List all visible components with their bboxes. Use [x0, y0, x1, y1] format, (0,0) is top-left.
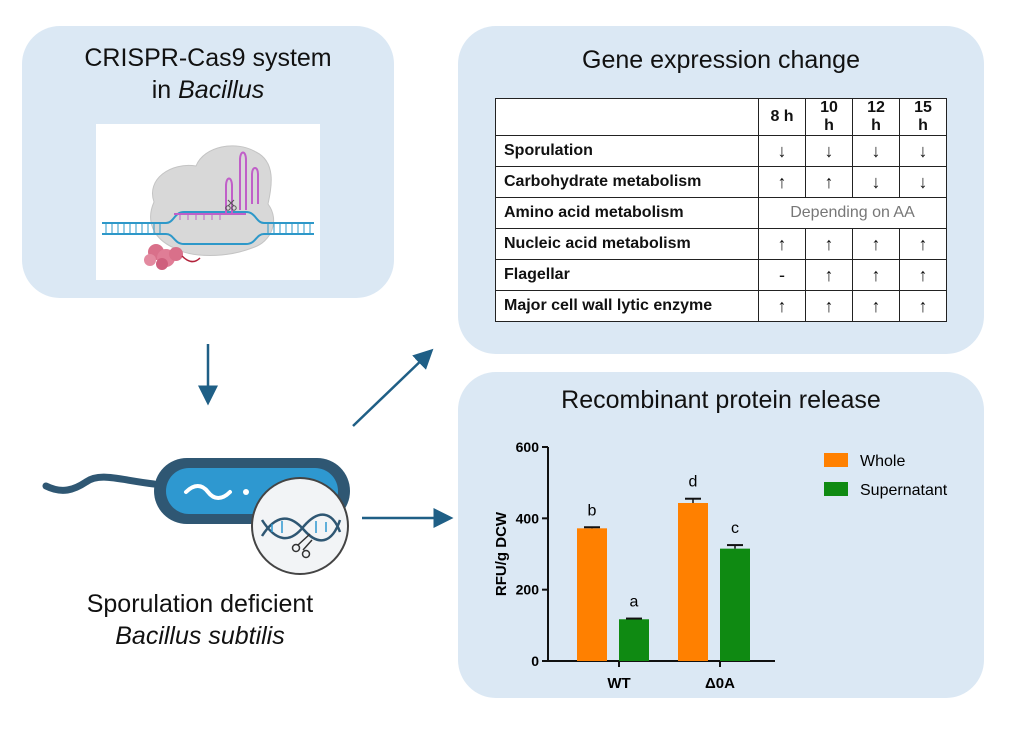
table-cell: ↑ — [758, 166, 806, 198]
x-tick-label: WT — [607, 675, 630, 692]
table-cell: ↓ — [758, 135, 806, 167]
table-corner-cell — [495, 98, 759, 136]
y-axis-label: RFU/g DCW — [493, 511, 510, 596]
table-row: Major cell wall lytic enzyme↑↑↑↑ — [495, 290, 947, 322]
significance-letter: b — [588, 502, 597, 519]
legend-label: Supernatant — [860, 482, 948, 499]
crispr-title-line1: CRISPR-Cas9 system — [84, 44, 332, 72]
table-cell: ↑ — [852, 259, 900, 291]
table-cell: - — [758, 259, 806, 291]
table-cell: ↑ — [805, 166, 853, 198]
legend-swatch — [824, 453, 848, 467]
table-row: Carbohydrate metabolism↑↑↓↓ — [495, 166, 947, 198]
legend-label: Whole — [860, 453, 905, 470]
y-tick-label: 600 — [516, 439, 540, 455]
table-cell: ↑ — [852, 290, 900, 322]
significance-letter: c — [731, 520, 739, 537]
table-cell: ↑ — [758, 228, 806, 260]
strain-label: Sporulation deficient Bacillus subtilis — [20, 588, 380, 652]
legend-swatch — [824, 482, 848, 496]
crispr-title-genus: Bacillus — [178, 76, 265, 104]
protein-release-title: Recombinant protein release — [561, 386, 881, 414]
cas9-dna-graphic — [102, 145, 314, 270]
table-row-label: Carbohydrate metabolism — [495, 166, 759, 198]
table-cell: ↓ — [899, 135, 947, 167]
y-tick-label: 400 — [516, 510, 540, 526]
crispr-title-line2-prefix: in — [151, 76, 179, 104]
table-row: Sporulation↓↓↓↓ — [495, 135, 947, 167]
table-col-header: 10 h — [805, 98, 853, 136]
bar-whole — [577, 528, 607, 661]
table-cell: ↑ — [805, 259, 853, 291]
significance-letter: d — [689, 474, 698, 491]
table-row: Flagellar-↑↑↑ — [495, 259, 947, 291]
gene-expression-title: Gene expression change — [582, 46, 860, 74]
y-tick-label: 200 — [516, 582, 540, 598]
x-tick-label: Δ0A — [705, 675, 735, 692]
dna-scissors-icon — [251, 477, 349, 575]
strain-label-line1: Sporulation deficient — [86, 590, 314, 618]
significance-letter: a — [630, 594, 639, 611]
y-tick-label: 0 — [531, 653, 539, 669]
table-col-header: 12 h — [852, 98, 900, 136]
bar-supernatant — [720, 548, 750, 661]
table-row-label: Amino acid metabolism — [495, 197, 759, 229]
table-row-label: Major cell wall lytic enzyme — [495, 290, 759, 322]
crispr-panel-title: CRISPR-Cas9 system in Bacillus — [22, 42, 394, 106]
table-merged-cell: Depending on AA — [758, 197, 947, 229]
table-cell: ↑ — [805, 228, 853, 260]
crispr-panel: CRISPR-Cas9 system in Bacillus — [22, 26, 394, 298]
table-cell: ↑ — [899, 290, 947, 322]
crispr-cas9-illustration — [96, 124, 320, 280]
arrow-up-right — [352, 348, 434, 427]
bar-supernatant — [619, 619, 649, 661]
strain-label-species: Bacillus subtilis — [115, 622, 285, 650]
table-cell: ↓ — [805, 135, 853, 167]
table-cell: ↑ — [805, 290, 853, 322]
bar-whole — [678, 502, 708, 661]
